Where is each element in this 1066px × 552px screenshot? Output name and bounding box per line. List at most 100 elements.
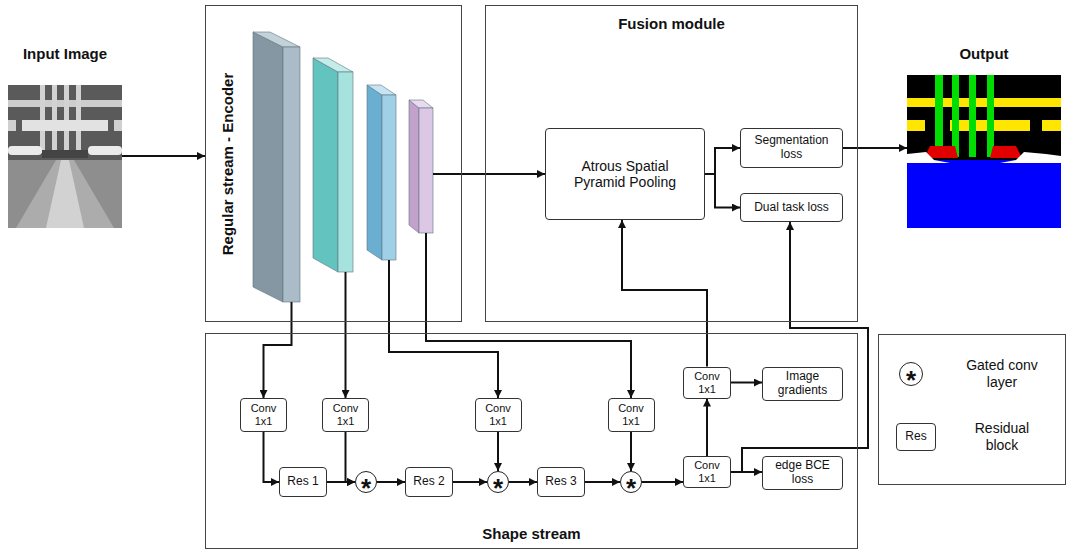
loss-box: edge BCE loss bbox=[762, 456, 843, 490]
segmentation-output-image bbox=[907, 75, 1061, 228]
box-label: Segmentation loss bbox=[747, 134, 837, 162]
connector-arrow bbox=[122, 155, 205, 157]
sem-input-image bbox=[40, 85, 45, 153]
encoder-layer-slab bbox=[283, 47, 300, 302]
box-label: edge BCE loss bbox=[773, 459, 833, 487]
gated-conv-symbol: * bbox=[487, 471, 509, 493]
encoder-layer-slab bbox=[338, 72, 353, 272]
legend-box: *ResGated conv layerResidual block bbox=[878, 334, 1066, 485]
encoder-layer-slab bbox=[409, 100, 419, 233]
sem-input-image bbox=[8, 85, 122, 228]
module-title: Shape stream bbox=[206, 525, 857, 543]
sem-input-image bbox=[88, 146, 122, 155]
sem-input-image bbox=[52, 85, 57, 153]
module-box: Regular stream - Encoder bbox=[205, 5, 462, 322]
feature-tap-wire bbox=[425, 233, 427, 322]
box-label: Image gradients bbox=[773, 370, 833, 398]
box-label: Atrous Spatial Pyramid Pooling bbox=[565, 158, 685, 190]
residual-block: Res 1 bbox=[279, 467, 327, 497]
segmentation-output-image bbox=[952, 75, 959, 157]
legend-gate-sample: * bbox=[899, 362, 923, 386]
connector-arrow bbox=[462, 173, 545, 175]
segmentation-output-image bbox=[907, 75, 1061, 163]
connector-arrow bbox=[843, 147, 907, 149]
box-label: Conv 1x1 bbox=[248, 402, 280, 427]
segmentation-output-image bbox=[1042, 120, 1061, 131]
loss-box: Dual task loss bbox=[740, 193, 843, 222]
sem-input-image bbox=[76, 85, 81, 153]
connector-arrow bbox=[585, 481, 620, 483]
segmentation-output-image bbox=[907, 98, 1061, 107]
encoder-layer-slab bbox=[253, 32, 300, 47]
encoder-layer-slab bbox=[313, 58, 353, 72]
conv-box: Conv 1x1 bbox=[683, 456, 731, 488]
connector-arrow bbox=[622, 220, 707, 367]
segmentation-output-image bbox=[907, 160, 1061, 228]
gate-mark: * bbox=[626, 477, 636, 499]
conv-box: Conv 1x1 bbox=[683, 367, 731, 399]
legend-text: Residual block bbox=[959, 420, 1045, 454]
connector-arrow bbox=[509, 481, 537, 483]
connector-arrow bbox=[705, 174, 740, 208]
feature-tap-wire bbox=[433, 173, 462, 175]
feature-tap-wire bbox=[388, 260, 390, 322]
box-label: Conv 1x1 bbox=[615, 402, 647, 427]
sem-input-image bbox=[16, 160, 114, 228]
sem-input-image bbox=[22, 120, 108, 131]
connector-arrow bbox=[264, 432, 280, 482]
box-label: Res 3 bbox=[545, 475, 576, 489]
connector-arrow bbox=[731, 382, 762, 384]
gate-mark: * bbox=[493, 477, 503, 499]
connector-arrow bbox=[642, 481, 683, 483]
output-box: Image gradients bbox=[762, 367, 843, 401]
process-box: Atrous Spatial Pyramid Pooling bbox=[545, 128, 705, 220]
conv-box: Conv 1x1 bbox=[608, 398, 655, 432]
segmentation-output-image bbox=[907, 152, 950, 163]
segmentation-output-image bbox=[969, 75, 976, 157]
encoder-layer-slab bbox=[409, 100, 433, 108]
encoder-layer-slab bbox=[382, 95, 396, 260]
sem-input-image bbox=[46, 160, 84, 228]
legend-sample-label: * bbox=[906, 368, 916, 392]
segmentation-output-image bbox=[987, 75, 994, 157]
box-label: Conv 1x1 bbox=[691, 459, 723, 484]
legend-sample-label: Res bbox=[905, 430, 926, 444]
sem-input-image bbox=[64, 85, 69, 153]
residual-block: Res 3 bbox=[537, 467, 585, 497]
sem-input-image bbox=[8, 160, 122, 228]
module-box: Shape streamConv 1x1Conv 1x1Conv 1x1Conv… bbox=[205, 333, 858, 549]
residual-block: Res 2 bbox=[405, 467, 453, 497]
connector-arrow bbox=[497, 432, 499, 471]
connector-arrow bbox=[377, 481, 405, 483]
encoder-layer-slab bbox=[419, 108, 433, 233]
connector-arrow bbox=[630, 432, 632, 471]
connector-arrow bbox=[706, 399, 708, 457]
figure-panel: Output bbox=[907, 45, 1061, 228]
sem-input-image bbox=[114, 120, 122, 131]
feature-tap-wire bbox=[291, 302, 293, 322]
feature-tap-wire bbox=[345, 272, 347, 322]
box-label: Conv 1x1 bbox=[691, 370, 723, 395]
sem-input-image bbox=[8, 120, 16, 131]
feature-tap-wire bbox=[292, 174, 463, 322]
box-label: Res 1 bbox=[287, 475, 318, 489]
box-label: Conv 1x1 bbox=[482, 402, 514, 427]
module-title: Fusion module bbox=[486, 15, 857, 33]
segmentation-output-image bbox=[1000, 152, 1061, 163]
box-label: Conv 1x1 bbox=[330, 402, 362, 427]
conv-box: Conv 1x1 bbox=[475, 398, 522, 432]
segmentation-output-image bbox=[935, 75, 943, 157]
gated-conv-symbol: * bbox=[355, 471, 377, 493]
module-title: Regular stream - Encoder bbox=[219, 73, 237, 256]
encoder-layer-slab bbox=[367, 85, 396, 95]
loss-box: Segmentation loss bbox=[740, 128, 843, 168]
sem-input-image bbox=[42, 150, 88, 158]
encoder-layer-slab bbox=[313, 58, 338, 272]
sem-input-image bbox=[8, 85, 122, 228]
conv-box: Conv 1x1 bbox=[240, 398, 287, 432]
conv-box: Conv 1x1 bbox=[322, 398, 369, 432]
legend-residual-sample: Res bbox=[896, 423, 936, 451]
box-label: Dual task loss bbox=[754, 201, 829, 215]
